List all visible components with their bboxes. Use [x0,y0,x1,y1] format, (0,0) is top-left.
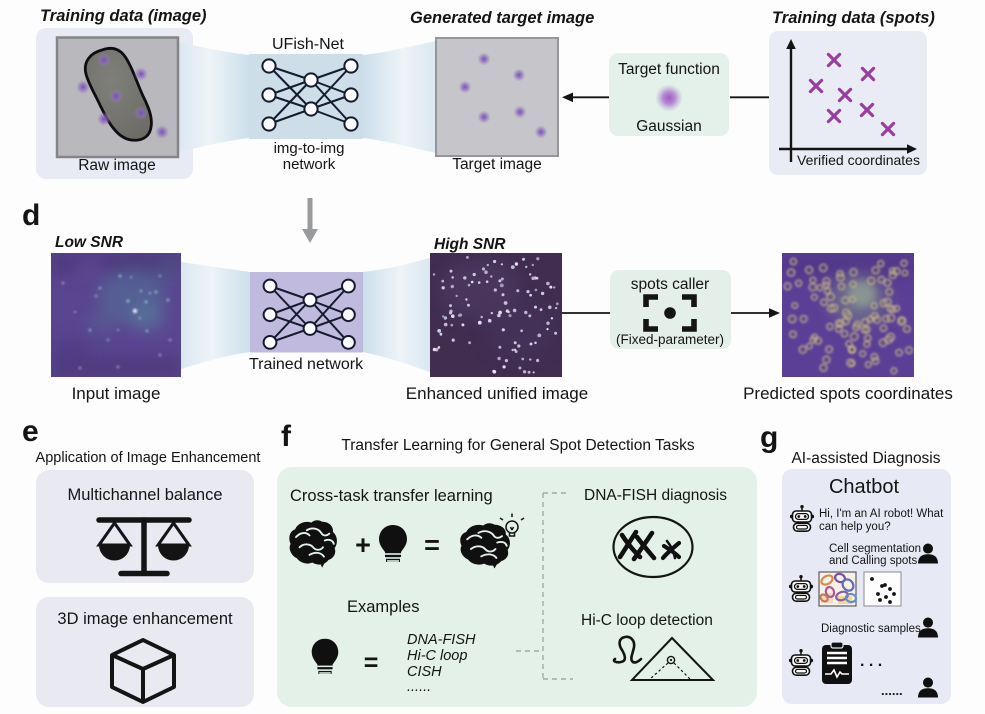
svg-text:Verified coordinates: Verified coordinates [797,152,920,168]
svg-text:Hi, I'm an AI robot! What: Hi, I'm an AI robot! What [819,508,944,520]
svg-text:Generated target image: Generated target image [410,9,594,27]
svg-text:and Calling spots: and Calling spots [829,555,917,567]
svg-text:Transfer Learning for General: Transfer Learning for General Spot Detec… [341,437,694,454]
svg-text:Gaussian: Gaussian [636,118,701,135]
svg-text:Training data (image): Training data (image) [40,7,207,25]
svg-text:High SNR: High SNR [434,236,506,253]
svg-text:. . .: . . . [860,653,882,670]
svg-text:network: network [283,156,336,173]
svg-text:Low SNR: Low SNR [55,234,124,251]
svg-text:Raw image: Raw image [78,157,156,174]
svg-text:Chatbot: Chatbot [829,476,899,498]
svg-text:Multichannel balance: Multichannel balance [67,486,222,504]
svg-text:Input image: Input image [72,384,161,403]
svg-text:img-to-img: img-to-img [274,140,345,157]
svg-text:can help you?: can help you? [819,521,891,533]
svg-text:Enhanced unified image: Enhanced unified image [406,384,588,403]
svg-text:d: d [22,199,40,232]
svg-text:Cell segmentation: Cell segmentation [829,543,921,555]
svg-text:Examples: Examples [347,598,419,616]
svg-text:3D image enhancement: 3D image enhancement [57,610,233,628]
svg-text:CISH: CISH [407,664,442,680]
svg-text:g: g [760,421,778,454]
svg-text:Training data (spots): Training data (spots) [772,9,935,27]
svg-text:Hi-C loop: Hi-C loop [407,648,467,664]
svg-text:(Fixed-parameter): (Fixed-parameter) [616,332,724,347]
svg-text:UFish-Net: UFish-Net [272,36,345,53]
svg-text:Trained network: Trained network [249,356,364,373]
svg-text:......: ...... [881,683,903,698]
svg-text:AI-assisted Diagnosis: AI-assisted Diagnosis [791,450,940,467]
svg-text:f: f [281,420,292,453]
svg-text:Diagnostic samples: Diagnostic samples [821,623,921,635]
svg-text:Cross-task transfer learning: Cross-task transfer learning [290,487,493,505]
svg-text:=: = [424,530,440,560]
svg-text:Predicted spots coordinates: Predicted spots coordinates [743,384,953,403]
svg-text:Application of Image Enhanceme: Application of Image Enhancement [36,450,261,466]
svg-text:DNA-FISH diagnosis: DNA-FISH diagnosis [584,487,727,504]
svg-text:Target function: Target function [618,61,720,78]
svg-text:DNA-FISH: DNA-FISH [407,632,476,648]
svg-text:spots caller: spots caller [631,276,709,293]
svg-text:Target image: Target image [452,156,542,173]
svg-text:=: = [364,649,379,677]
svg-text:......: ...... [407,679,431,695]
svg-text:Hi-C loop detection: Hi-C loop detection [581,612,713,629]
svg-text:+: + [355,530,371,560]
svg-text:e: e [22,415,39,448]
